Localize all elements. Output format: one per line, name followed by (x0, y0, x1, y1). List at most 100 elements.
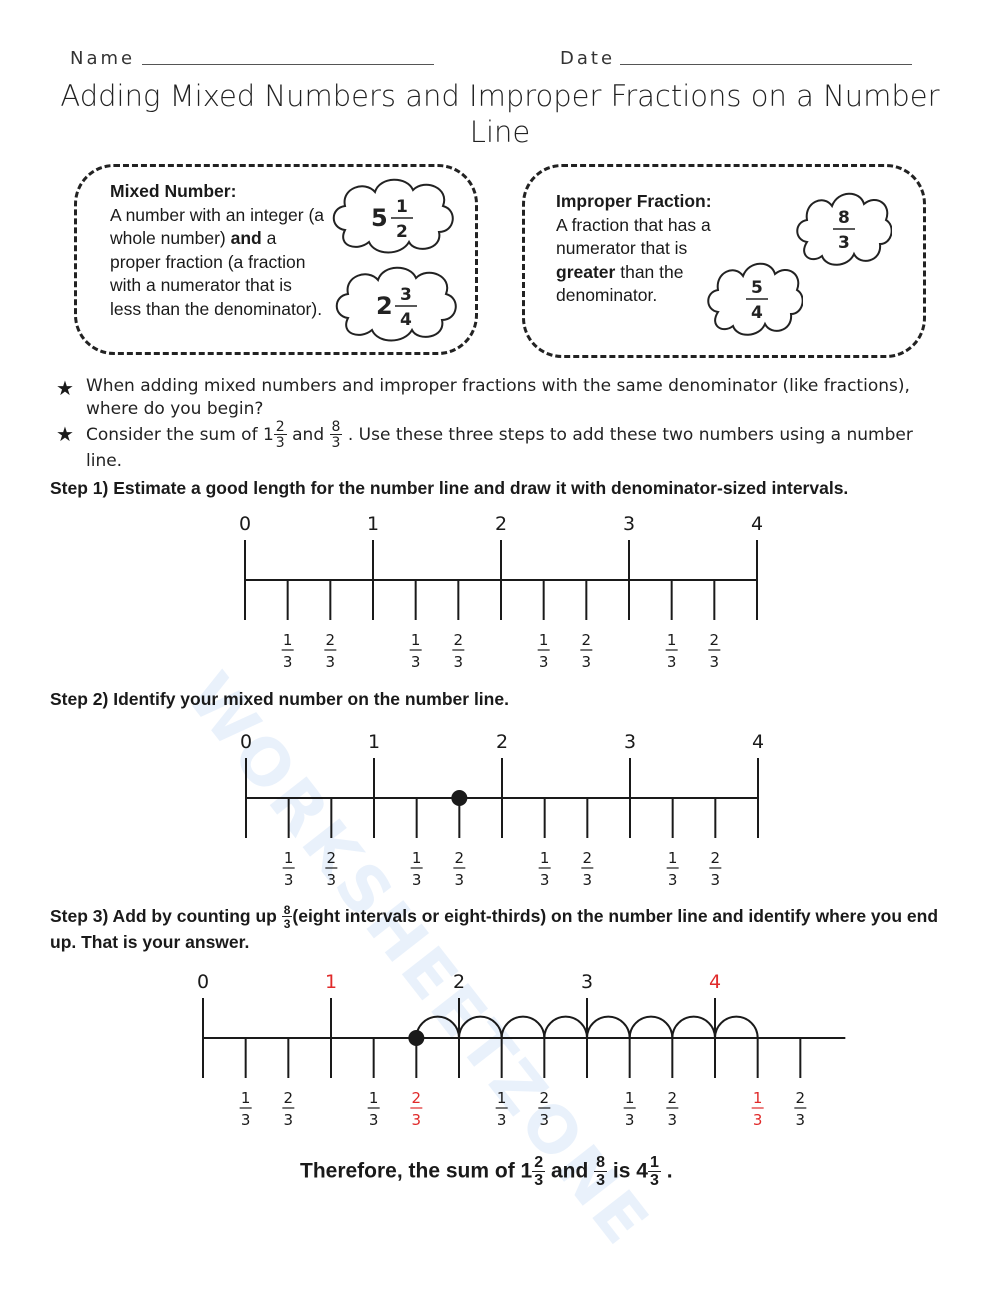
fraction-numerator: 2 (711, 849, 721, 867)
marked-point (408, 1030, 425, 1046)
fraction-numerator: 2 (583, 849, 593, 867)
mixed-number-text-2: a proper fraction (a fraction with a num… (110, 228, 323, 319)
mixed-whole-2: 2 (376, 292, 393, 320)
fraction-denominator: 3 (539, 653, 549, 671)
conclusion-den3: 3 (649, 1172, 659, 1189)
whole-label: 3 (581, 971, 593, 993)
step3-num: 8 (281, 903, 293, 918)
cloud-icon (335, 266, 457, 342)
step-3-start: Step 3) Add by counting up (50, 906, 277, 926)
fraction-denominator: 3 (497, 1111, 507, 1129)
whole-label: 3 (623, 513, 635, 535)
mixed-num-2: 3 (400, 285, 412, 305)
question-2-start: Consider the sum of (86, 425, 258, 445)
fraction-numerator: 1 (668, 849, 678, 867)
mixed-number-heading: Mixed Number: (110, 181, 237, 201)
fraction-numerator: 2 (796, 1089, 806, 1107)
fraction-denominator: 3 (284, 871, 294, 889)
improper-fraction-definition: Improper Fraction: A fraction that has a… (556, 190, 731, 308)
whole-label: 4 (709, 971, 721, 993)
mixed-number-text-bold: and (230, 228, 262, 248)
improper-fraction-box (522, 164, 926, 358)
question-1: When adding mixed numbers and improper f… (86, 376, 910, 419)
mixed-number-text-1: A number with an integer (a whole number… (110, 204, 325, 249)
fraction-denominator: 3 (455, 871, 465, 889)
name-label: Name (70, 48, 136, 69)
fraction-denominator: 3 (284, 1111, 294, 1129)
fraction-numerator: 2 (326, 631, 336, 649)
fraction-denominator: 3 (327, 871, 337, 889)
fraction-denominator: 3 (668, 1111, 678, 1129)
fraction-numerator: 2 (668, 1089, 678, 1107)
star-icon: ★ (56, 376, 74, 400)
fraction-numerator: 1 (539, 631, 549, 649)
conclusion-start: Therefore, the sum of (300, 1159, 515, 1183)
cloud-improper-2: 5 4 (707, 262, 803, 336)
whole-label: 0 (197, 971, 209, 993)
jump-arc (458, 1015, 503, 1039)
step-2-text: Step 2) Identify your mixed number on th… (50, 689, 509, 709)
conclusion-num1: 2 (532, 1154, 546, 1172)
mixed-num-1: 1 (396, 197, 408, 217)
fraction-denominator: 3 (582, 653, 592, 671)
page-title: Adding Mixed Numbers and Improper Fracti… (60, 79, 940, 149)
fraction-denominator: 3 (540, 871, 550, 889)
improper-den-2: 4 (751, 303, 763, 323)
step3-den: 3 (283, 917, 291, 932)
fraction-denominator: 3 (283, 653, 293, 671)
fraction-numerator: 1 (412, 849, 422, 867)
fraction-numerator: 2 (454, 631, 464, 649)
fraction-numerator: 2 (327, 849, 337, 867)
q2-whole: 1 (262, 425, 274, 445)
jump-arc (543, 1015, 588, 1039)
whole-label: 3 (624, 731, 636, 753)
whole-label: 1 (325, 971, 337, 993)
fraction-numerator: 1 (241, 1089, 251, 1107)
cloud-mixed-1: 5 1 2 (332, 178, 454, 254)
fraction-denominator: 3 (625, 1111, 635, 1129)
q2-num2: 8 (329, 419, 343, 435)
fraction-numerator: 1 (753, 1089, 763, 1107)
fraction-numerator: 2 (582, 631, 592, 649)
fraction-denominator: 3 (711, 871, 721, 889)
fraction-numerator: 1 (540, 849, 550, 867)
cloud-icon (332, 178, 454, 254)
date-label: Date (560, 48, 616, 69)
q2-den: 3 (275, 435, 285, 451)
fraction-denominator: 3 (411, 653, 421, 671)
fraction-denominator: 3 (710, 653, 720, 671)
step-3-end: (eight intervals or eight-thirds) on the… (50, 906, 939, 953)
fraction-denominator: 3 (326, 653, 336, 671)
mixed-den-2: 4 (400, 310, 412, 330)
improper-num-2: 5 (751, 278, 763, 298)
cloud-mixed-2: 2 3 4 (335, 266, 457, 342)
conclusion-is: is (612, 1159, 631, 1183)
mixed-number-box (74, 164, 478, 355)
mixed-den-1: 2 (396, 222, 408, 242)
jump-arc (628, 1015, 674, 1039)
fraction-denominator: 3 (412, 1111, 422, 1129)
conclusion-num2: 8 (594, 1154, 608, 1172)
cloud-improper-1: 8 3 (796, 192, 892, 266)
marked-point (451, 790, 468, 806)
conclusion-whole1: 1 (520, 1159, 533, 1183)
conclusion-den2: 3 (596, 1172, 606, 1189)
fraction-numerator: 1 (497, 1089, 507, 1107)
name-field[interactable] (142, 64, 434, 65)
fraction-denominator: 3 (583, 871, 593, 889)
star-icon: ★ (56, 422, 74, 446)
date-field[interactable] (620, 64, 912, 65)
whole-label: 0 (239, 513, 251, 535)
improper-text-2: than the denominator. (556, 261, 684, 306)
fraction-numerator: 1 (667, 631, 677, 649)
question-2-end: . Use these three steps to add these two… (86, 425, 913, 471)
fraction-numerator: 1 (284, 849, 294, 867)
improper-text-bold: greater (556, 261, 616, 282)
